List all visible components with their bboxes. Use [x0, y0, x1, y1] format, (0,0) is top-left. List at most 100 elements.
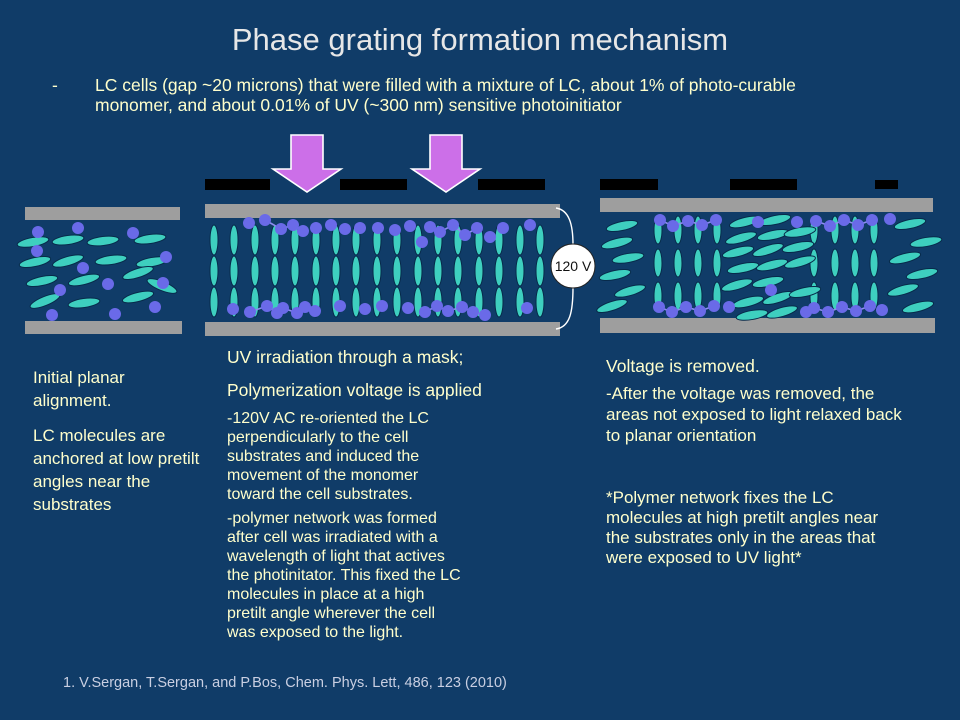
monomer-dot	[442, 305, 454, 317]
lc-molecule-vertical	[535, 255, 545, 287]
monomer-dot	[275, 223, 287, 235]
monomer-dot	[309, 305, 321, 317]
monomer-dot	[372, 222, 384, 234]
caption-left-p2: LC molecules are anchored at low pretilt…	[33, 426, 200, 514]
monomer-dot	[354, 222, 366, 234]
lc-molecule-vertical	[673, 248, 683, 278]
lc-molecule-planar	[887, 283, 919, 297]
lc-molecule-planar	[605, 219, 639, 233]
lc-molecule-vertical	[535, 286, 545, 318]
monomer-dot	[836, 301, 848, 313]
substrate-bar	[600, 198, 933, 212]
lc-molecule-planar	[133, 233, 167, 245]
monomer-dot	[791, 216, 803, 228]
lc-molecule-vertical	[311, 255, 321, 287]
lc-molecule-vertical	[869, 248, 879, 278]
bullet-marker: -	[52, 75, 58, 95]
monomer-dot	[864, 300, 876, 312]
monomer-dot	[334, 300, 346, 312]
lc-molecule-planar	[781, 240, 815, 254]
lc-molecule-vertical	[830, 248, 840, 278]
monomer-dot	[708, 300, 720, 312]
monomer-dot	[456, 301, 468, 313]
uv-mask-bar	[340, 179, 407, 190]
lc-molecule-planar	[752, 242, 784, 258]
monomer-dot	[402, 302, 414, 314]
caption-mid-p3: -120V AC re-oriented the LC perpendicula…	[227, 410, 429, 503]
lc-molecule-planar	[788, 285, 822, 299]
lc-molecule-planar	[735, 309, 769, 321]
lc-molecule-planar	[909, 236, 943, 248]
lc-molecule-vertical	[433, 255, 443, 287]
substrate-bar	[205, 322, 560, 336]
lc-molecule-vertical	[229, 224, 239, 256]
lc-molecule-planar	[901, 300, 935, 314]
lc-molecule-planar	[614, 284, 646, 298]
caption-right-p2: -After the voltage was removed, the area…	[606, 384, 902, 445]
lc-molecule-vertical	[474, 255, 484, 287]
caption-mid-p1: UV irradiation through a mask;	[227, 347, 464, 367]
lc-molecule-vertical	[515, 224, 525, 256]
lc-molecule-planar	[25, 274, 59, 288]
lc-molecule-vertical	[515, 255, 525, 287]
monomer-dot	[325, 219, 337, 231]
substrate-bar	[25, 207, 180, 220]
lc-molecule-planar	[121, 290, 155, 304]
lc-molecule-planar	[600, 236, 634, 250]
uv-mask-bar	[600, 179, 658, 190]
lc-molecule-vertical	[809, 248, 819, 278]
caption-initial-alignment: Initial planar alignment. LC molecules a…	[33, 366, 205, 516]
lc-molecule-vertical	[209, 286, 219, 318]
monomer-dot	[149, 301, 161, 313]
monomer-dot	[810, 215, 822, 227]
monomer-dot	[852, 219, 864, 231]
lc-molecule-planar	[52, 254, 84, 268]
lc-molecule-vertical	[250, 255, 260, 287]
monomer-dot	[479, 309, 491, 321]
monomer-dot	[800, 306, 812, 318]
monomer-dot	[680, 301, 692, 313]
monomer-dot	[822, 306, 834, 318]
voltage-wire	[555, 286, 574, 330]
monomer-dot	[72, 222, 84, 234]
caption-left-p1: Initial planar alignment.	[33, 368, 125, 410]
monomer-dot	[416, 236, 428, 248]
monomer-dot	[157, 277, 169, 289]
monomer-dot	[521, 302, 533, 314]
monomer-dot	[752, 216, 764, 228]
lc-molecule-vertical	[331, 255, 341, 287]
monomer-dot	[46, 309, 58, 321]
lc-molecule-planar	[766, 305, 798, 319]
substrate-bar	[600, 318, 935, 333]
voltage-label: 120 V	[555, 258, 592, 274]
monomer-dot	[77, 262, 89, 274]
lc-molecule-vertical	[653, 248, 663, 278]
lc-molecule-planar	[611, 252, 645, 264]
uv-mask-bar	[875, 180, 898, 189]
lc-molecule-planar	[18, 255, 52, 269]
lc-molecule-planar	[784, 255, 816, 269]
monomer-dot	[710, 214, 722, 226]
substrate-bar	[205, 204, 560, 218]
lc-molecule-planar	[726, 261, 760, 275]
lc-molecule-vertical	[392, 286, 402, 318]
lc-molecule-vertical	[250, 224, 260, 256]
monomer-dot	[838, 214, 850, 226]
monomer-dot	[459, 229, 471, 241]
substrate-bar	[25, 321, 182, 334]
lc-molecule-vertical	[290, 255, 300, 287]
monomer-dot	[259, 214, 271, 226]
monomer-dot	[666, 306, 678, 318]
uv-light-arrow-icon	[409, 134, 483, 193]
monomer-dot	[765, 284, 777, 296]
voltage-wire	[555, 207, 574, 246]
monomer-dot	[654, 214, 666, 226]
monomer-dot	[524, 219, 536, 231]
monomer-dot	[339, 223, 351, 235]
monomer-dot	[227, 303, 239, 315]
slide-title: Phase grating formation mechanism	[231, 22, 729, 57]
monomer-dot	[54, 284, 66, 296]
lc-molecule-vertical	[392, 255, 402, 287]
lc-molecule-planar	[731, 295, 765, 309]
uv-mask-bar	[730, 179, 797, 190]
